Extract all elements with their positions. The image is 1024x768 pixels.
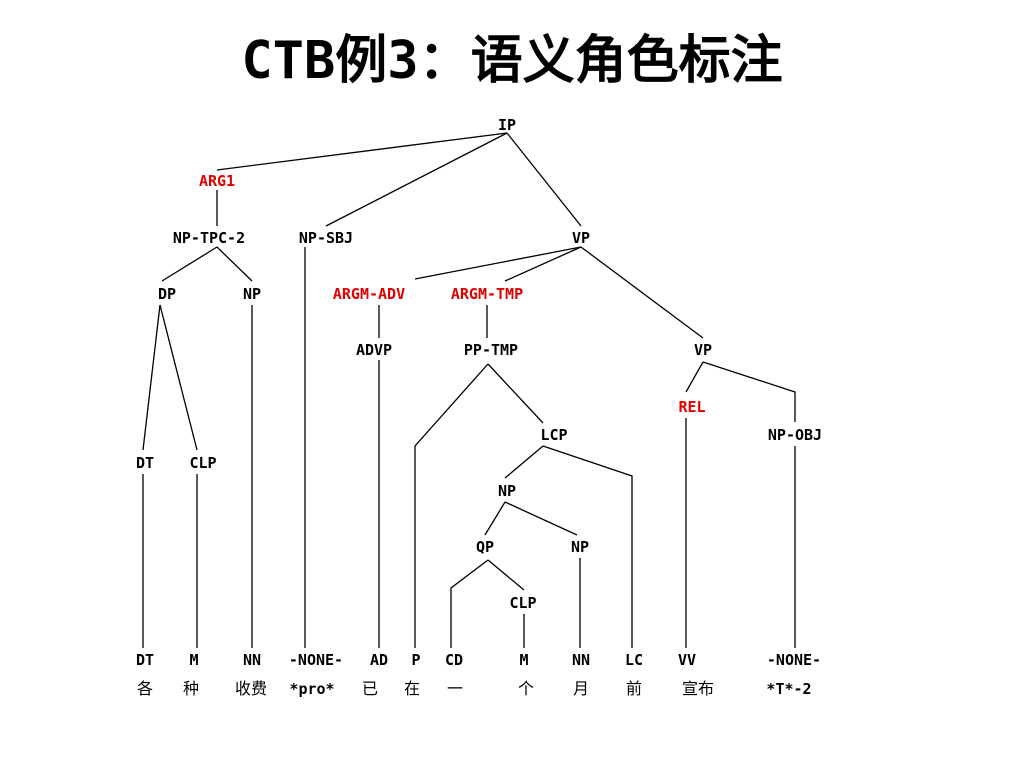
pos-tag: DT [136,651,154,669]
edge-vp-vpinner [580,246,704,339]
node-argm-adv: ARGM-ADV [333,285,405,303]
node-rel: REL [678,398,705,416]
node-np-obj: NP-OBJ [768,426,822,444]
edge-ip-npsbj [325,132,508,227]
node-qp: QP [476,538,494,556]
node-dt: DT [136,454,154,472]
word-token: *pro* [289,680,334,698]
edge-ip-arg1 [216,132,508,171]
edge-nptpc-dp [161,246,218,282]
edge-pptmp-p [414,363,489,648]
word-token: 已 [362,679,378,698]
edge-lcp-np [504,445,544,479]
word-token: 种 [183,679,199,698]
node-arg1: ARG1 [199,172,235,190]
edge-lcp-lc [542,445,633,648]
pos-tag: M [189,651,198,669]
word-token: 收费 [235,679,267,698]
node-argm-tmp: ARGM-TMP [451,285,523,303]
node-advp: ADVP [356,341,392,359]
node-clp-a: CLP [189,454,216,472]
pos-tag: CD [445,651,463,669]
word-token: 一 [447,679,463,698]
edge-dp-dt [142,304,161,451]
edge-nptpc-np [216,246,253,282]
node-pp-tmp: PP-TMP [464,341,518,359]
node-vp-inner: VP [694,341,712,359]
pos-tag: -NONE- [767,651,821,669]
edge-dp-clp [159,304,198,451]
pos-tag: AD [370,651,388,669]
edge-ip-vp [506,132,582,227]
node-lcp: LCP [540,426,567,444]
pos-tag-row: DT M NN -NONE- AD P CD M NN LC VV -NONE- [136,651,821,669]
word-token: 月 [573,679,589,698]
edge-qp-clp [487,559,525,591]
edge-np-qp [484,501,506,536]
edge-vpinner-npobj [702,361,796,422]
word-token: *T*-2 [766,680,811,698]
node-vp-top: VP [572,229,590,247]
pos-tag: VV [678,651,696,669]
node-np-c: NP [571,538,589,556]
edge-qp-cd [450,559,489,648]
node-dp: DP [158,285,176,303]
word-token: 宣布 [682,679,714,698]
word-row: 各 种 收费 *pro* 已 在 一 个 月 前 宣布 *T*-2 [137,679,812,698]
tree-nodes: IP ARG1 NP-TPC-2 NP-SBJ VP DP NP ARGM-AD… [136,116,822,612]
node-np-sbj: NP-SBJ [299,229,353,247]
pos-tag: P [411,651,420,669]
node-ip: IP [498,116,516,134]
pos-tag: -NONE- [289,651,343,669]
word-token: 个 [518,679,534,698]
pos-tag: M [519,651,528,669]
node-np-b: NP [498,482,516,500]
pos-tag: LC [625,651,643,669]
edge-pptmp-lcp [487,363,544,424]
word-token: 前 [626,679,642,698]
slide-title: CTB例3：语义角色标注 [241,31,783,91]
node-np-tpc-2: NP-TPC-2 [173,229,245,247]
edge-np-npc [504,501,578,536]
pos-tag: NN [243,651,261,669]
tree-edges [142,132,796,648]
edge-vp-argmadv [414,246,582,280]
node-clp-b: CLP [509,594,536,612]
pos-tag: NN [572,651,590,669]
node-np-a: NP [243,285,261,303]
edge-vpinner-rel [685,361,704,393]
word-token: 在 [404,679,420,698]
word-token: 各 [137,679,153,698]
edge-vp-argmtmp [504,246,582,282]
